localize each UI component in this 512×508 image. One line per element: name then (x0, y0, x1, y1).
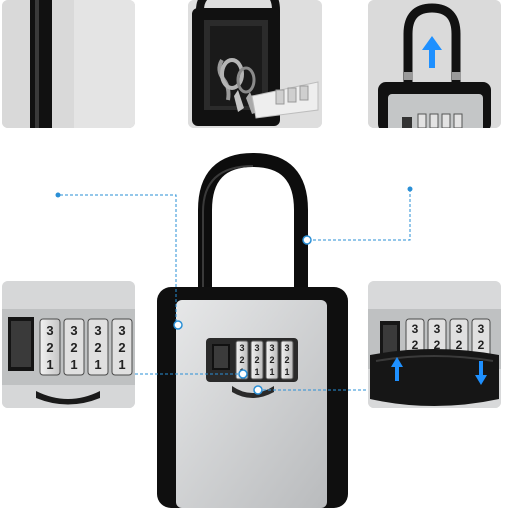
down-arrow-icon (475, 361, 487, 385)
closeup-dial-3-mid: 2 (94, 340, 101, 355)
cover-dial-3-mid: 2 (456, 338, 463, 352)
cover-dial-4-top: 3 (478, 322, 485, 336)
closeup-dial-1-mid: 2 (46, 340, 53, 355)
dial-closeup-image: 3 3 3 3 2 2 2 2 1 1 1 1 (2, 281, 135, 408)
main-dial-3-bot: 1 (269, 367, 274, 377)
main-dial-1-top: 3 (239, 343, 244, 353)
main-dial-1-mid: 2 (239, 355, 244, 365)
shackle-closeup-image (2, 0, 135, 128)
cover-dial-2-mid: 2 (434, 338, 441, 352)
shackle-closeup-panel (2, 0, 135, 128)
closeup-dial-3-bot: 1 (94, 357, 101, 372)
shackle-release-image (368, 0, 501, 128)
closeup-dial-4-bot: 1 (118, 357, 125, 372)
main-dial-2-top: 3 (254, 343, 259, 353)
main-dial-2-bot: 1 (254, 367, 259, 377)
main-dial-1-bot: 1 (239, 367, 244, 377)
dial-closeup-panel: 3 3 3 3 2 2 2 2 1 1 1 1 (2, 281, 135, 408)
cover-dial-2-top: 3 (434, 322, 441, 336)
closeup-dial-2-mid: 2 (70, 340, 77, 355)
closeup-dial-wheels (39, 318, 133, 376)
cover-dial-1-top: 3 (412, 322, 419, 336)
cover-dial-4-mid: 2 (478, 338, 485, 352)
main-dial-3-mid: 2 (269, 355, 274, 365)
main-dial-4-top: 3 (284, 343, 289, 353)
dial-wheels (235, 340, 294, 380)
closeup-dial-1-top: 3 (46, 323, 53, 338)
closeup-dial-4-top: 3 (118, 323, 125, 338)
cover-dial-3-top: 3 (456, 322, 463, 336)
closeup-dial-3-top: 3 (94, 323, 101, 338)
closeup-dial-1-bot: 1 (46, 357, 53, 372)
open-box-panel (188, 0, 322, 128)
cover-dial-1-mid: 2 (412, 338, 419, 352)
closeup-dial-2-bot: 1 (70, 357, 77, 372)
main-dial-3-top: 3 (269, 343, 274, 353)
cover-slide-image: 3 3 3 3 2 2 2 2 (368, 281, 501, 408)
closeup-dial-2-top: 3 (70, 323, 77, 338)
closeup-dial-4-mid: 2 (118, 340, 125, 355)
shackle-release-panel (368, 0, 501, 128)
open-box-image (188, 0, 322, 128)
up-arrow-icon (422, 36, 442, 68)
cover-slide-panel: 3 3 3 3 2 2 2 2 (368, 281, 501, 408)
main-dial-2-mid: 2 (254, 355, 259, 365)
main-dial-4-mid: 2 (284, 355, 289, 365)
main-dial-4-bot: 1 (284, 367, 289, 377)
up-arrow-icon (391, 357, 403, 381)
